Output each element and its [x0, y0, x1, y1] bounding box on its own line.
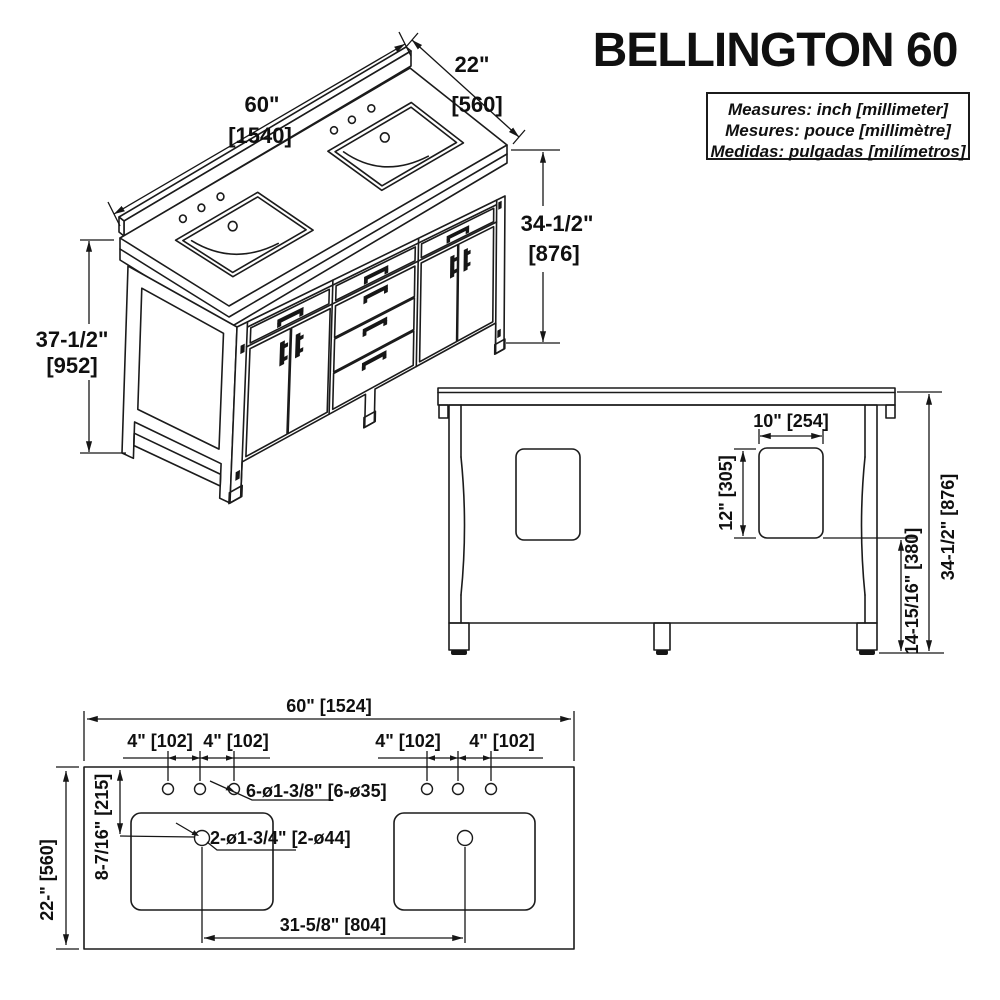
- rear-leg-center: [653, 622, 671, 651]
- iso-overall-height-mm: [952]: [46, 353, 97, 378]
- plan-faucet-callout: 6-ø1-3/8" [6-ø35]: [209, 780, 387, 801]
- rear-dim-cutout-bottom: 14-15/16" [380]: [879, 528, 944, 655]
- plan-faucet-holes-label: 6-ø1-3/8" [6-ø35]: [246, 781, 387, 801]
- plan-depth-label: 22-" [560]: [37, 839, 57, 921]
- iso-dim-width: 60" [1540]: [107, 31, 412, 227]
- plan-dim-drain-spacing: 31-5/8" [804]: [201, 847, 466, 943]
- plan-dim-hole-spacing: 4" [102] 4" [102] 4" [102] 4" [102]: [123, 731, 543, 781]
- plan-spacing-2: 4" [102]: [203, 731, 269, 751]
- rear-cutout-bottom-label: 14-15/16" [380]: [902, 528, 922, 655]
- units-line-fr: Mesures: pouce [millimètre]: [725, 121, 952, 140]
- rear-leg-left: [448, 622, 470, 651]
- rear-dim-cutout-height: 12" [305]: [716, 448, 756, 539]
- rear-view: 10" [254] 12" [305] 14-15/16" [380] 34-1…: [437, 387, 958, 655]
- rear-cutout-width-label: 10" [254]: [753, 411, 829, 431]
- rear-dim-cutout-width: 10" [254]: [753, 411, 829, 444]
- iso-counter-height-in: 34-1/2": [521, 211, 594, 236]
- iso-dim-overall-height: 37-1/2" [952]: [36, 239, 126, 454]
- rear-dim-overall-height: 34-1/2" [876]: [897, 391, 958, 652]
- iso-counter-height-mm: [876]: [528, 241, 579, 266]
- page-title: BELLINGTON 60: [593, 24, 958, 77]
- plan-dim-width: 60" [1524]: [83, 696, 575, 761]
- rear-countertop: [437, 387, 896, 406]
- units-line-en: Measures: inch [millimeter]: [728, 100, 949, 119]
- iso-overall-height-in: 37-1/2": [36, 327, 109, 352]
- isometric-view: 60" [1540] 22" [560] 37-1/2" [952] 34-1: [36, 31, 594, 505]
- plan-dim-drain-backset: 8-7/16" [215]: [92, 769, 196, 881]
- plan-width-label: 60" [1524]: [286, 696, 372, 716]
- iso-dim-depth: 22" [560]: [405, 32, 526, 145]
- plan-countertop: [83, 766, 575, 950]
- plan-dim-depth: 22-" [560]: [37, 766, 79, 950]
- iso-width-in: 60": [245, 92, 280, 117]
- plan-drain-callout: 2-ø1-3/4" [2-ø44]: [175, 822, 351, 851]
- iso-depth-in: 22": [455, 52, 490, 77]
- rear-cutout-height-label: 12" [305]: [716, 455, 736, 531]
- units-box-border: [706, 92, 970, 160]
- plan-drain-left: [193, 829, 211, 847]
- plan-spacing-1: 4" [102]: [127, 731, 193, 751]
- rear-leg-right: [856, 622, 878, 651]
- plan-drain-right: [456, 829, 474, 847]
- plan-view: 60" [1524] 22-" [560] 4" [102]: [37, 696, 575, 950]
- iso-dim-counter-height: 34-1/2" [876]: [506, 149, 594, 344]
- rear-cabinet: [448, 404, 878, 624]
- plan-drain-backset-label: 8-7/16" [215]: [92, 774, 112, 881]
- iso-depth-mm: [560]: [451, 92, 502, 117]
- plan-drain-holes-label: 2-ø1-3/4" [2-ø44]: [210, 828, 351, 848]
- iso-width-mm: [1540]: [228, 123, 292, 148]
- rear-overall-height-label: 34-1/2" [876]: [938, 474, 958, 581]
- plan-spacing-4: 4" [102]: [469, 731, 535, 751]
- units-note-box: Measures: inch [millimeter] Mesures: pou…: [706, 92, 970, 161]
- units-line-es: Medidas: pulgadas [milímetros]: [710, 142, 966, 161]
- plan-drain-spacing-label: 31-5/8" [804]: [280, 915, 387, 935]
- plan-spacing-3: 4" [102]: [375, 731, 441, 751]
- rear-cutout-left: [515, 448, 581, 541]
- rear-cutout-right: [758, 447, 824, 539]
